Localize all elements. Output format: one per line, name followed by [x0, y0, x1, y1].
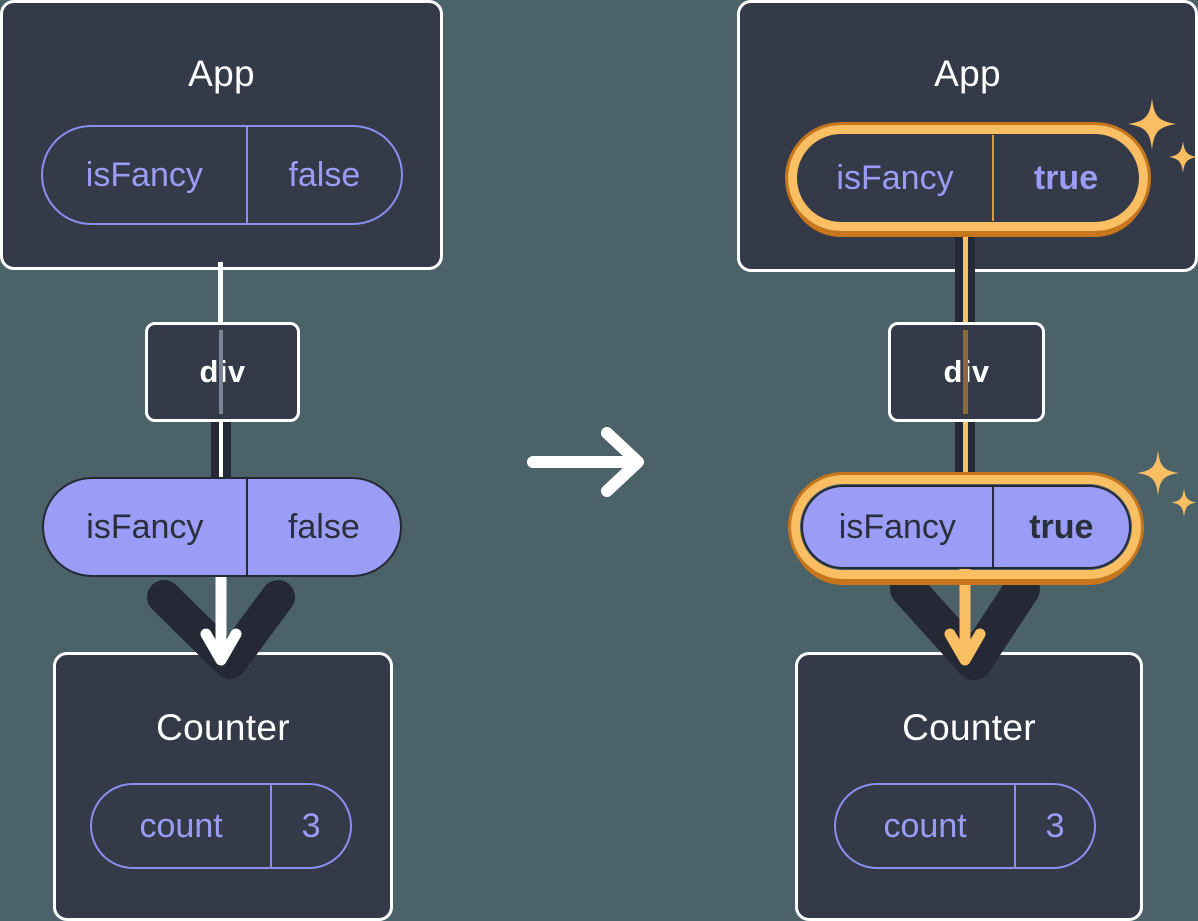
state-pill-count-before[interactable]: count 3	[90, 783, 352, 869]
sparkle-icon	[1172, 488, 1196, 517]
state-pill-value-after: true	[1033, 158, 1099, 197]
props-pill-key-before: isFancy	[44, 479, 248, 575]
state-pill-key-after: isFancy	[798, 135, 994, 221]
wire-app-to-div-right-core	[963, 230, 968, 326]
state-pill-value-before: false	[288, 155, 361, 194]
wire-div-to-props-left-core	[219, 420, 223, 482]
app-title-after: App	[934, 53, 1001, 94]
state-pill-count-after[interactable]: count 3	[834, 783, 1096, 869]
state-pill-key-before: isFancy	[43, 127, 248, 223]
counter-title-before: Counter	[156, 707, 290, 748]
transition-arrow-icon	[527, 427, 644, 497]
wire-div-to-props-right-core	[963, 420, 968, 482]
sparkle-icon	[1137, 450, 1179, 496]
wire-app-to-div-left	[218, 262, 223, 324]
arrow-props-to-counter-before	[147, 572, 295, 679]
arrow-props-to-counter-after	[890, 568, 1040, 680]
count-pill-key-after: count	[836, 785, 1017, 867]
wire-through-div-right	[963, 330, 968, 414]
props-pill-value-before: false	[287, 507, 360, 546]
props-pill-value-after: true	[1029, 507, 1094, 546]
counter-title-after: Counter	[902, 707, 1036, 748]
props-pill-isfancy-before[interactable]: isFancy false	[42, 477, 402, 577]
props-pill-isfancy-after[interactable]: isFancy true	[801, 485, 1131, 569]
count-pill-value-after: 3	[1045, 806, 1065, 845]
app-title-before: App	[188, 53, 255, 94]
props-pill-key-after: isFancy	[803, 487, 994, 567]
sparkle-icon-group-mid	[1137, 450, 1196, 517]
count-pill-key-before: count	[92, 785, 273, 867]
wire-through-div-left	[219, 330, 223, 414]
state-pill-isfancy-after[interactable]: isFancy true	[798, 135, 1138, 221]
state-pill-isfancy-before[interactable]: isFancy false	[41, 125, 403, 225]
count-pill-value-before: 3	[301, 806, 321, 845]
